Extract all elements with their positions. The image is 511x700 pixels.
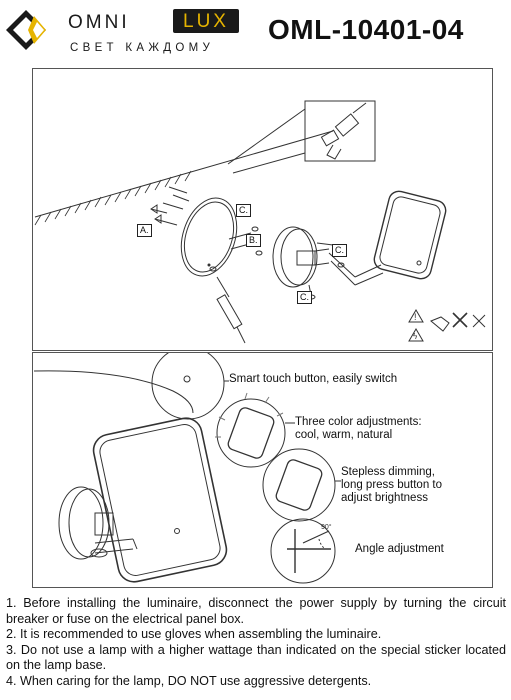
- safety-instructions: 1. Before installing the luminaire, disc…: [6, 596, 506, 690]
- svg-text:!: !: [414, 312, 417, 322]
- instruction-2: 2. It is recommended to use gloves when …: [6, 627, 382, 642]
- angle-degree-label: 90°: [321, 523, 332, 531]
- brand-diamond-icon: [6, 10, 46, 50]
- feature-color-adjustments: Three color adjustments: cool, warm, nat…: [295, 416, 422, 441]
- model-number: OML-10401-04: [268, 14, 464, 45]
- features-diagram: 90°: [33, 353, 341, 584]
- feature-angle-adjustment: Angle adjustment: [355, 543, 444, 555]
- instruction-1: 1. Before installing the luminaire, disc…: [6, 596, 506, 626]
- brand-logo: OMNI LUX СВЕТ КАЖДОМУ: [4, 4, 240, 60]
- part-label-c-top: C.: [236, 204, 251, 217]
- brand-lux-box: LUX: [173, 9, 239, 33]
- part-label-c-right: C.: [332, 244, 347, 257]
- assembly-diagram-panel: ! ϟ A. B. C. C. C.: [32, 68, 493, 351]
- brand-name-lux: LUX: [183, 11, 229, 32]
- svg-text:ϟ: ϟ: [413, 332, 418, 341]
- instruction-4: 4. When caring for the lamp, DO NOT use …: [6, 673, 372, 688]
- part-label-c-bottom: C.: [297, 291, 312, 304]
- feature-touch-button: Smart touch button, easily switch: [229, 373, 398, 385]
- header: OMNI LUX СВЕТ КАЖДОМУ OML-10401-04: [0, 0, 511, 62]
- features-panel: 90° Smart touch button, easily switch Th…: [32, 352, 493, 588]
- feature-stepless-dimming: Stepless dimming, long press button to a…: [341, 466, 443, 504]
- brand-name-omni: OMNI: [68, 12, 130, 33]
- instruction-3: 3. Do not use a lamp with a higher watta…: [6, 642, 506, 673]
- part-label-a: A.: [137, 224, 152, 237]
- brand-tagline: СВЕТ КАЖДОМУ: [70, 42, 215, 54]
- assembly-diagram: ! ϟ: [34, 100, 486, 344]
- part-label-b: B.: [246, 234, 261, 247]
